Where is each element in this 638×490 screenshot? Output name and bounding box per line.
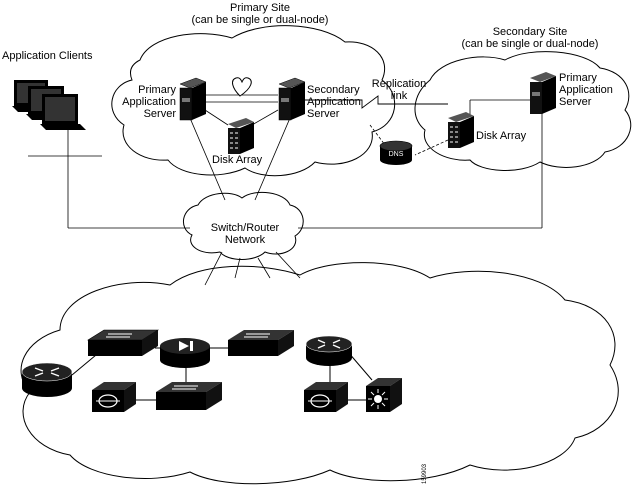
primary-disk-array-icon: [228, 118, 254, 154]
dns-links: [369, 124, 449, 156]
router-icon: [305, 335, 353, 366]
switch-icon: [86, 329, 160, 356]
switch-router-network-label: Switch/Router Network: [210, 222, 280, 246]
dns-label: DNS: [389, 151, 404, 158]
primary-disk-array-label: Disk Array: [212, 154, 263, 166]
primary-site-title: Primary Site: [230, 2, 290, 14]
secondary-primary-server-icon: [530, 72, 556, 114]
secondary-site-cloud: [414, 51, 632, 171]
application-clients-label: Application Clients: [2, 50, 93, 62]
secondary-server-label: Secondary Application Server: [307, 84, 361, 120]
application-client-pc-icon: [40, 94, 86, 130]
primary-server-label: Primary Application Server: [122, 84, 176, 120]
figure-id: 159903: [422, 463, 428, 484]
secondary-disk-array-icon: [448, 112, 474, 148]
router-icon: [21, 362, 73, 397]
secondary-site-title: Secondary Site: [492, 26, 568, 38]
switch-router-cloud: [183, 191, 304, 260]
switch-icon: [156, 382, 222, 410]
replication-link: [302, 95, 448, 109]
service-module-icon: [304, 382, 348, 412]
primary-application-server-icon: [179, 77, 207, 121]
replication-link-label: Replication link: [371, 78, 427, 102]
heartbeat-icon: [232, 77, 252, 97]
multilayer-switch-icon: [366, 378, 402, 412]
secondary-site-server-label: Primary Application Server: [559, 72, 613, 108]
primary-site-cloud: [111, 25, 396, 177]
lower-network-cloud: [20, 262, 619, 485]
service-module-icon: [92, 382, 136, 412]
primary-site-subtitle: (can be single or dual-node): [191, 14, 329, 26]
dns-server-icon: [379, 140, 413, 165]
secondary-disk-array-label: Disk Array: [476, 130, 527, 142]
secondary-site-subtitle: (can be single or dual-node): [461, 38, 599, 50]
switch-icon: [228, 330, 294, 356]
secondary-application-server-icon: [278, 77, 306, 121]
content-device-icon: [160, 338, 210, 368]
